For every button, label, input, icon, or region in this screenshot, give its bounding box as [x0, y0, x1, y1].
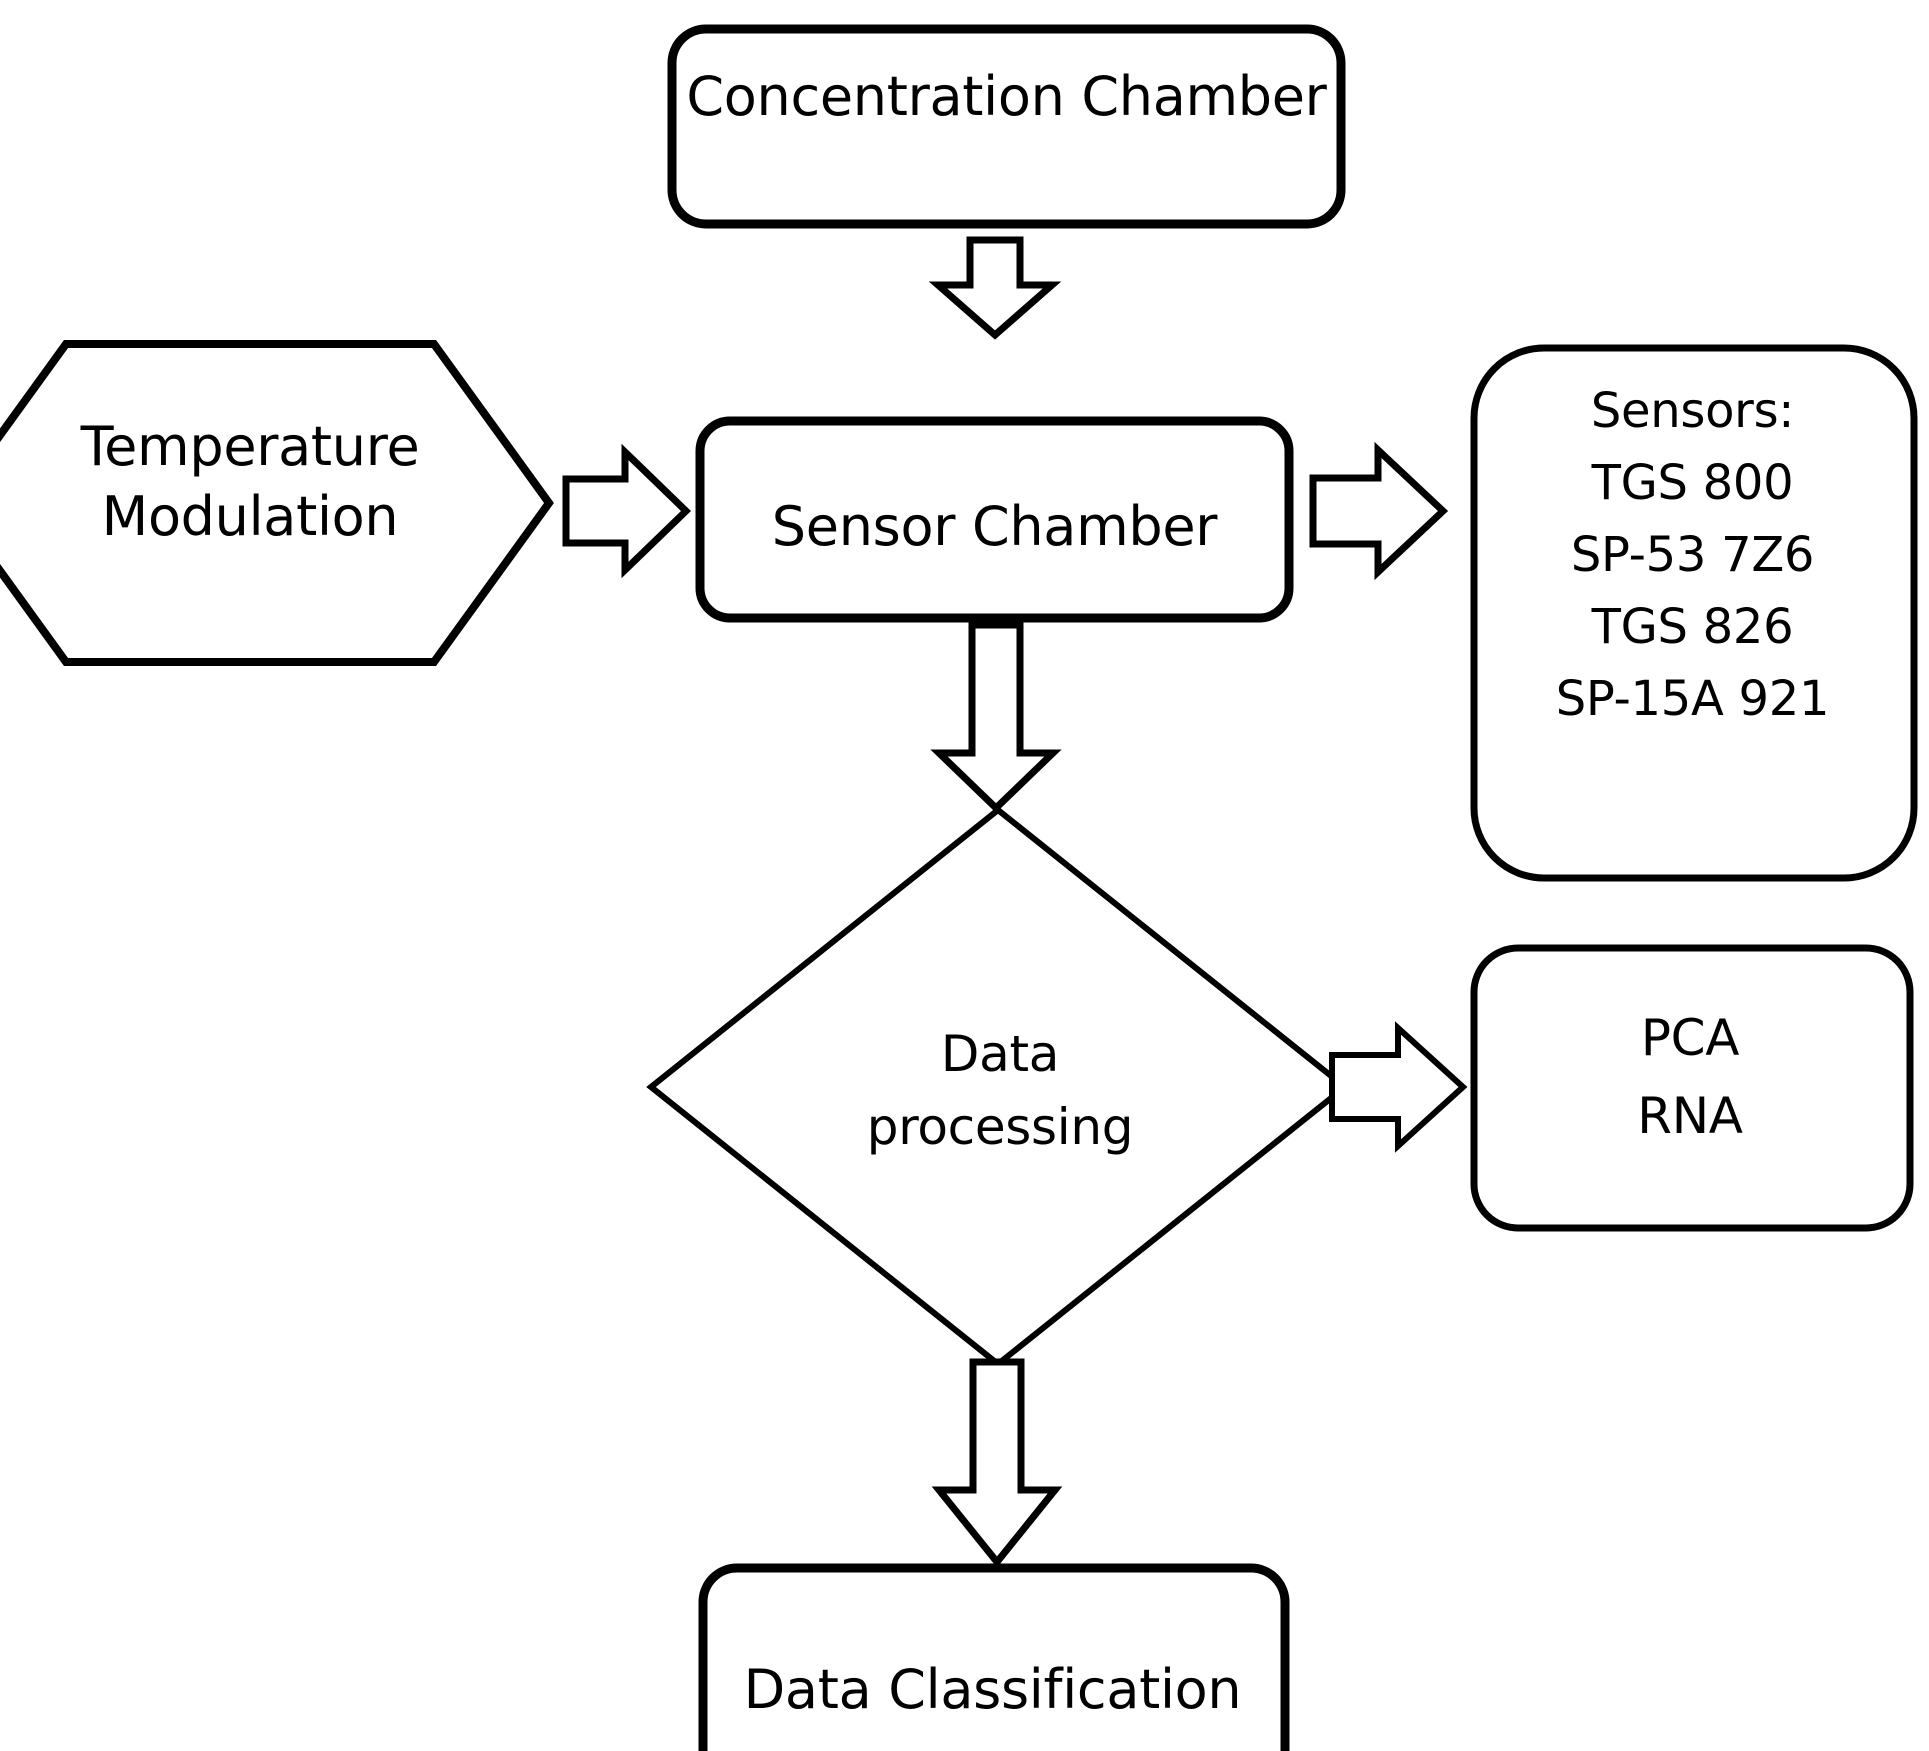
node-concentration-chamber-shape[interactable] — [667, 24, 1346, 229]
node-temperature-modulation-shape[interactable] — [0, 340, 554, 666]
node-sensor-chamber-shape[interactable] — [695, 416, 1294, 623]
node-data-classification-shape[interactable] — [698, 1563, 1290, 1751]
arrow-concentration-to-sensor-chamber — [928, 236, 1062, 340]
arrow-data-processing-to-data-classification — [931, 1358, 1063, 1568]
node-sensors-shape[interactable] — [1470, 344, 1918, 882]
arrow-sensor-chamber-to-sensors — [1309, 441, 1449, 581]
arrow-sensor-chamber-to-data-processing — [930, 621, 1062, 813]
node-pca-rna-shape[interactable] — [1470, 944, 1914, 1232]
arrow-temperature-to-sensor-chamber — [562, 443, 692, 579]
node-data-processing-shape[interactable] — [646, 806, 1350, 1368]
arrow-data-processing-to-pca-rna — [1329, 1021, 1468, 1153]
